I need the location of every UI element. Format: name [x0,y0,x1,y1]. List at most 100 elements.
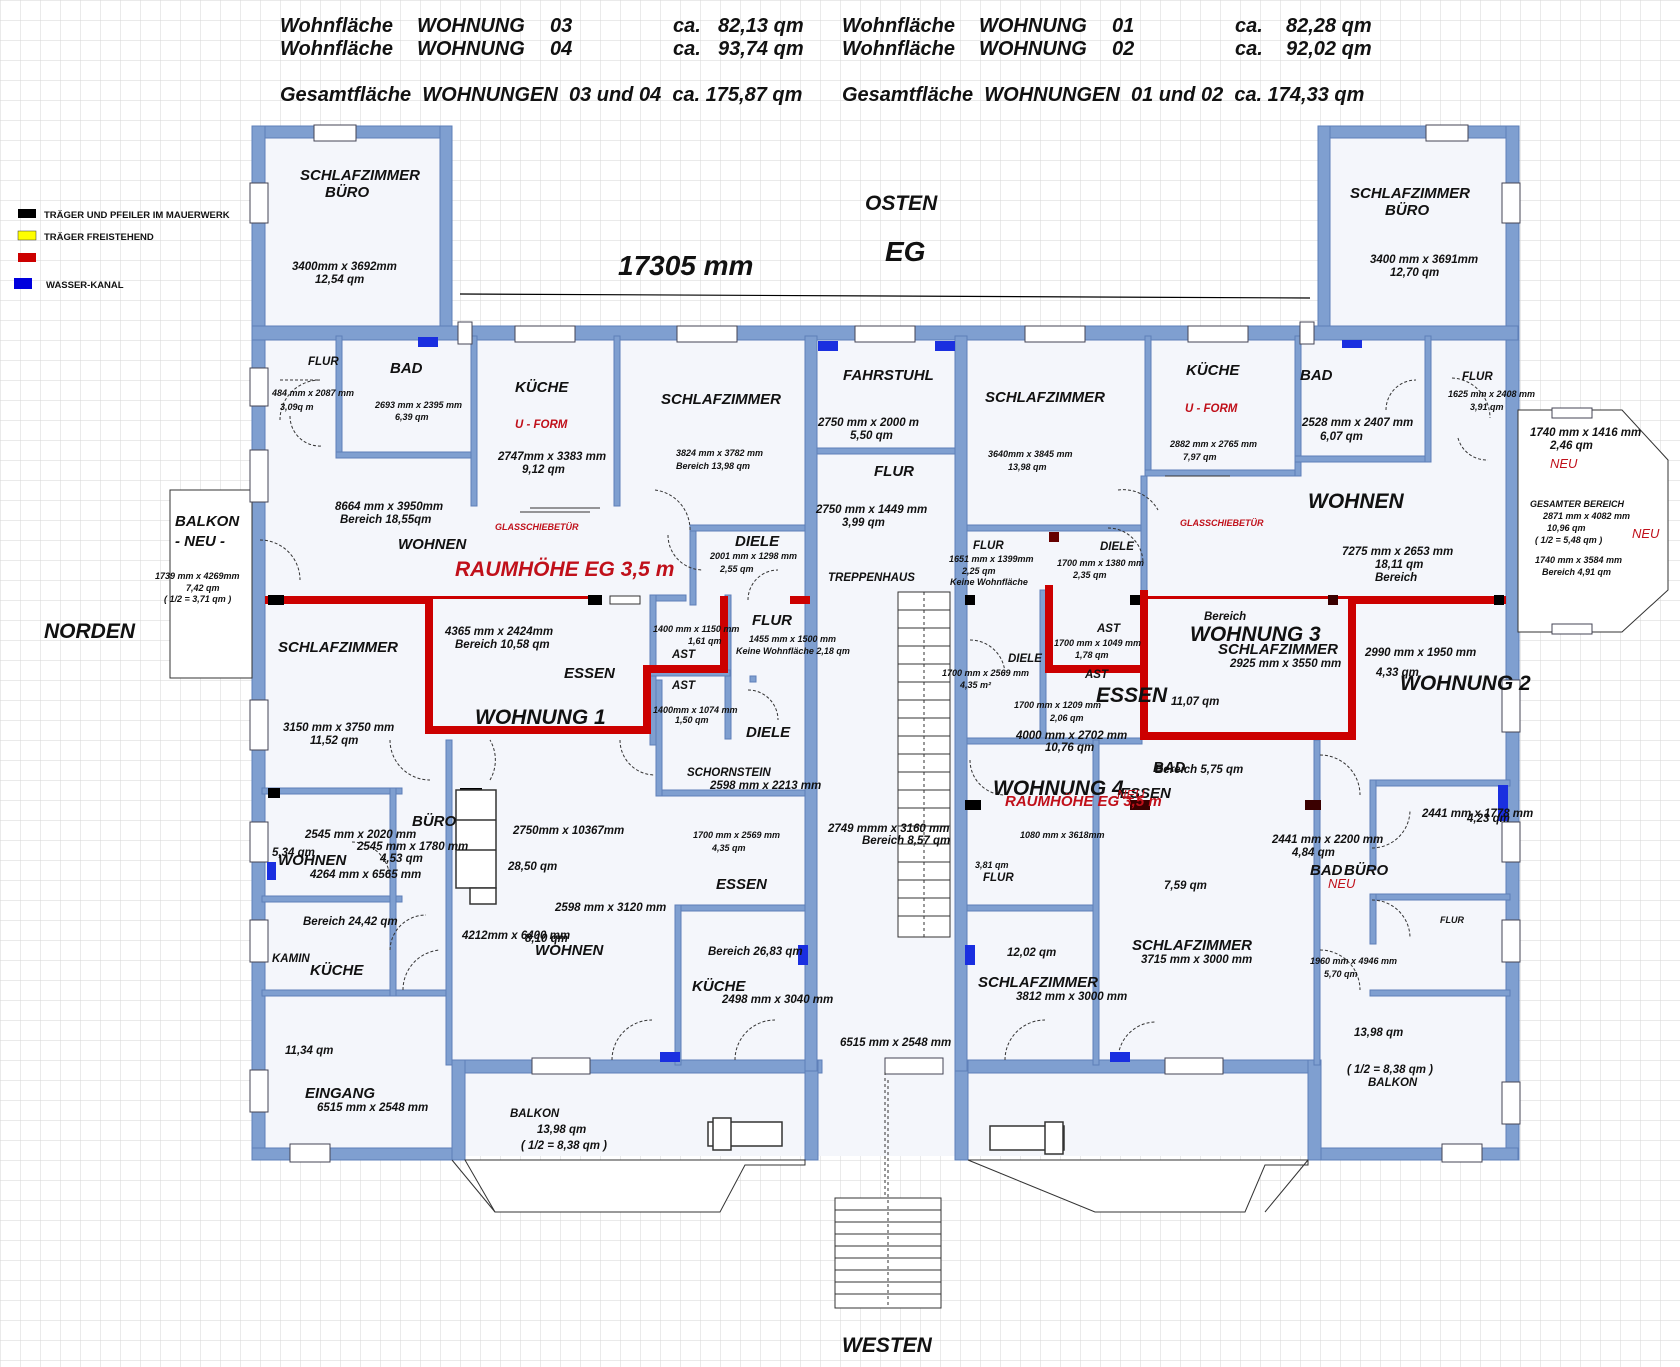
room-label-76: SCHLAFZIMMER [278,639,398,656]
room-label-28: 3640mm x 3845 mm [988,449,1073,459]
room-label-143: BÜRO [412,813,456,830]
room-label-84: AST [671,680,696,692]
room-label-35: 2528 mm x 2407 mm [1301,417,1413,429]
room-label-27: SCHLAFZIMMER [985,389,1105,406]
room-label-126: 1080 mm x 3618mm [1020,830,1105,840]
glass-sliding-doors [520,475,1230,605]
header-r1l-0: Wohnfläche [280,15,393,37]
room-label-8: FLUR [308,356,339,368]
room-label-148: Bereich 24,42 qm [303,916,398,928]
compass-labels: OSTEN EG 17305 mm NORDEN WESTEN [44,192,938,1357]
room-label-83: AST [671,649,696,661]
room-label-104: 10,76 qm [1045,742,1094,754]
room-label-5: BÜRO [1385,202,1429,219]
room-label-36: 6,07 qm [1320,431,1363,443]
room-label-90: DIELE [746,724,791,741]
legend-label-0: TRÄGER UND PFEILER IM MAUERWERK [44,210,230,221]
room-label-150: KÜCHE [310,962,364,979]
room-label-34: BAD [1300,367,1333,384]
room-label-130: NEU [1117,787,1145,802]
room-label-164: 11,34 qm [285,1045,333,1057]
room-label-123: Bereich 8,57 qm [862,835,950,847]
room-label-64: FLUR [973,540,1004,552]
room-label-154: 4212mm x 6400 mm [461,930,570,942]
room-label-99: AST [1084,669,1109,681]
room-label-24: FLUR [874,463,914,480]
room-label-162: SCHLAFZIMMER [978,974,1098,991]
header-r2l-0: Wohnfläche [280,38,393,60]
room-label-152: 8,10 qm [525,933,568,945]
room-label-91: 3150 mm x 3750 mm [283,722,394,734]
room-label-138: FLUR [1440,915,1464,925]
room-label-49: Bereich 4,91 qm [1542,567,1611,577]
room-label-38: 1625 mm x 2408 mm [1448,389,1535,399]
header-r2r-1: WOHNUNG [979,38,1087,60]
room-label-135: 4,23 qm [1466,813,1510,825]
room-label-71: GLASSCHIEBETÜR [1180,518,1264,528]
room-label-22: 2750 mm x 2000 m [817,417,919,429]
room-label-173: ( 1/2 = 8,38 qm ) [521,1140,607,1152]
room-label-56: Bereich 18,55qm [340,514,431,526]
room-label-48: 1740 mm x 3584 mm [1535,555,1622,565]
header-r1r-1: WOHNUNG [979,15,1087,37]
room-label-96: AST [1096,623,1121,635]
room-label-129: BAD [1153,759,1186,776]
room-label-67: Keine Wohnfläche [950,577,1028,587]
room-label-88: 1455 mm x 1500 mm [749,634,836,644]
room-label-17: 9,12 qm [522,464,565,476]
room-label-25: 2750 mm x 1449 mm [815,504,927,516]
room-label-160: 3715 mm x 3000 mm [1141,954,1252,966]
room-label-147: 4264 mm x 6565 mm [309,869,421,881]
room-label-94: 1700 mm x 2569 mm [942,668,1029,678]
header-r2r-4: 92,02 qm [1286,38,1372,60]
room-label-87: FLUR [752,612,792,629]
header-r2r-0: Wohnfläche [842,38,955,60]
room-label-15: U - FORM [515,419,568,431]
room-label-43: GESAMTER BEREICH [1530,499,1625,509]
header-r1r-4: 82,28 qm [1286,15,1372,37]
room-label-72: WOHNEN [1308,490,1404,513]
room-label-112: WOHNUNG 2 [1400,672,1531,695]
room-label-86: 1,50 qm [675,715,709,725]
room-label-144: 2545 mm x 1780 mm [356,841,468,853]
red-beams [265,585,1506,740]
room-label-100: 1700 mm x 1209 mm [1014,700,1101,710]
room-label-13: 6,39 qm [395,412,429,422]
room-label-121: ESSEN [716,876,768,893]
room-label-32: 2882 mm x 2765 mm [1169,439,1257,449]
header-r2r-3: ca. [1235,38,1263,60]
room-label-63: TREPPENHAUS [828,572,915,584]
room-label-30: KÜCHE [1186,362,1240,379]
room-label-58: GLASSCHIEBETÜR [495,522,579,532]
header-r1r-0: Wohnfläche [842,15,955,37]
room-label-14: KÜCHE [515,379,569,396]
label-floor: EG [885,236,925,267]
room-label-134: 2441 mm x 1778 mm [1421,808,1533,820]
room-label-124: WOHNUNG 4 [993,777,1124,800]
room-label-60: DIELE [735,533,780,550]
room-label-33: 7,97 qm [1183,452,1217,462]
room-label-26: 3,99 qm [842,517,885,529]
header-total-right: Gesamtfläche WOHNUNGEN 01 und 02 ca. 174… [842,84,1364,106]
label-width: 17305 mm [618,250,753,281]
room-label-61: 2001 mm x 1298 mm [709,551,797,561]
room-label-111: 4,33 qm [1375,667,1419,679]
room-label-47: NEU [1632,526,1660,541]
room-label-151: 2598 mm x 3120 mm [554,902,666,914]
room-label-131: 2441 mm x 2200 mm [1271,834,1383,846]
room-label-172: 13,98 qm [537,1124,586,1136]
room-label-108: 2925 mm x 3550 mm [1229,658,1341,670]
room-label-145: 4,53 qm [379,853,423,865]
room-label-1: BÜRO [325,184,369,201]
header-r1l-2: 03 [550,15,572,37]
header-r2l-2: 04 [550,38,572,60]
room-label-42: NEU [1550,456,1578,471]
room-label-155: Bereich 26,83 qm [708,946,803,958]
room-label-53: 7,42 qm [186,583,220,593]
legend-label-1: TRÄGER FREISTEHEND [44,232,154,243]
room-label-19: 3824 mm x 3782 mm [676,448,763,458]
header-r2l-1: WOHNUNG [417,38,525,60]
room-label-105: Bereich [1204,611,1246,623]
